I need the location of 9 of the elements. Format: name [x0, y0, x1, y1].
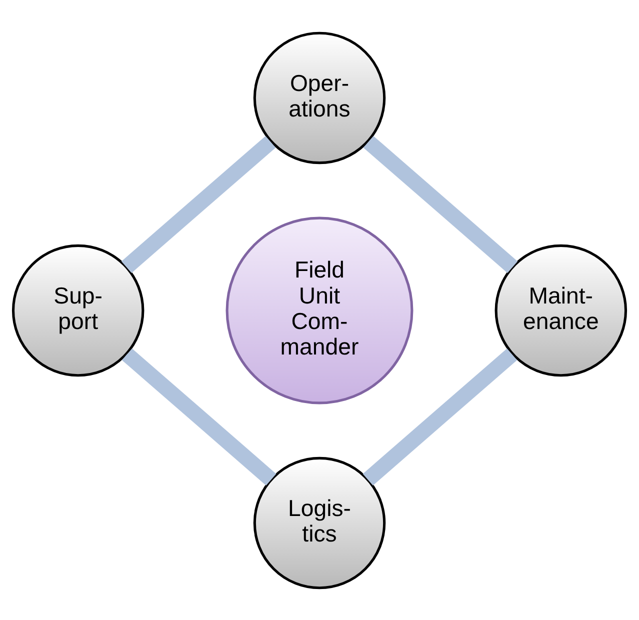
- connector: [121, 135, 276, 272]
- connector: [362, 348, 518, 485]
- node-circle: Logis- tics: [253, 456, 386, 589]
- node-circle: Oper- ations: [253, 31, 386, 164]
- connector: [363, 135, 518, 272]
- node-circle: Sup- port: [12, 244, 144, 376]
- node-circle: Maint- enance: [494, 244, 628, 376]
- connector: [122, 348, 276, 485]
- node-circle: Field Unit Com- mander: [226, 216, 414, 404]
